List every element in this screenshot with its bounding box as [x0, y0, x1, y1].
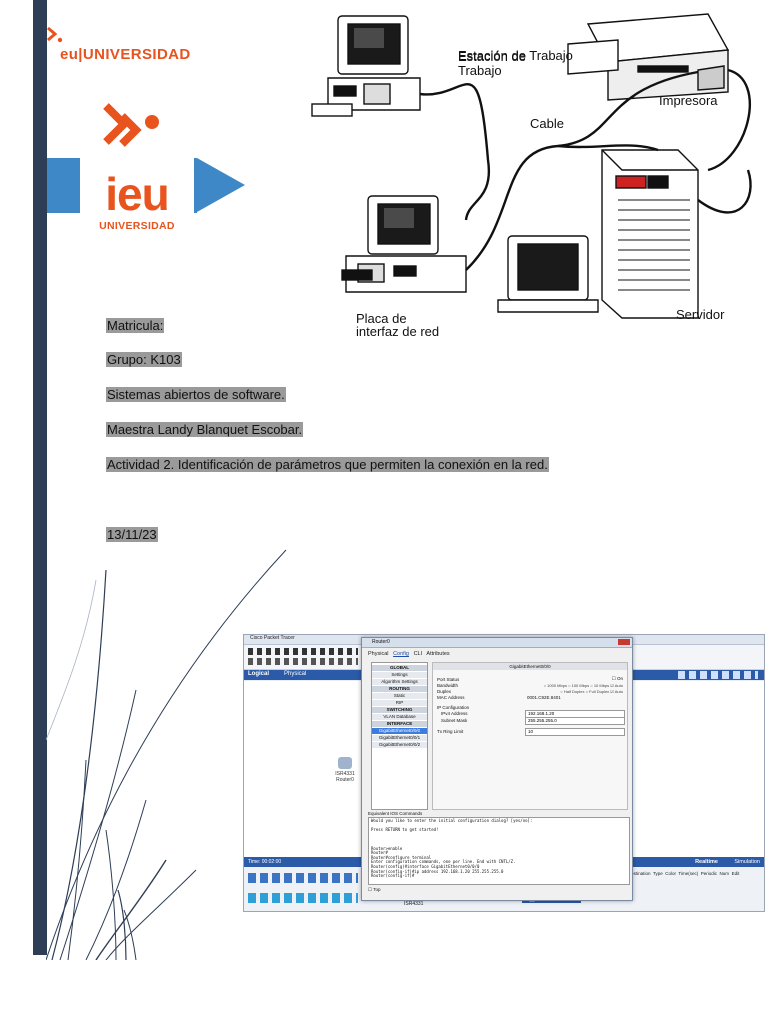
pt-app-title: Cisco Packet Tracer — [250, 635, 295, 641]
router-dialog: Router0 Physical Config CLI Attributes G… — [361, 637, 633, 901]
logo-arrow-tip — [197, 158, 245, 212]
network-diagram: Estación de Trabajo — [311, 13, 752, 319]
pt-simulation-button[interactable]: Simulation — [734, 859, 760, 865]
router-dialog-title: Router0 — [372, 639, 390, 645]
config-side-menu: GLOBAL Settings Algorithm Settings ROUTI… — [371, 662, 428, 810]
brand-wordmark: eu|UNIVERSIDAD — [60, 46, 191, 63]
pt-device-type-icons[interactable] — [248, 893, 358, 903]
console-line: Router(config)#interface GigabitEthernet… — [371, 863, 480, 869]
ip-config-label: IP Configuration — [437, 705, 470, 710]
label-workstation: Estación de Trabajo — [458, 49, 526, 78]
pt-toolbar-icons-row2 — [248, 658, 358, 665]
info-materia: Sistemas abiertos de software. — [106, 387, 286, 402]
pt-pdu-headers: Destination Type Color Time(sec) Periodi… — [628, 871, 740, 876]
label-printer: Impresora — [659, 93, 718, 108]
router-dialog-titlebar: Router0 — [362, 638, 632, 648]
pt-tab-logical[interactable]: Logical — [248, 671, 270, 677]
port-status-label: Port Status — [437, 677, 460, 682]
bandwidth-label: Bandwidth — [437, 683, 459, 688]
console-line: Router(config-if)#ip address 192.168.1.2… — [371, 868, 504, 874]
label-nic-line1: Placa de — [356, 311, 407, 326]
console-line: Router>enable — [371, 845, 403, 851]
info-matricula: Matricula: — [106, 318, 165, 333]
logo-wordmark: ieu — [105, 168, 169, 220]
ios-console[interactable]: Would you like to enter the initial conf… — [368, 817, 630, 885]
bandwidth-options[interactable]: ○ 1000 Mbps ○ 100 Mbps ○ 10 Mbps ☑ Auto — [543, 683, 623, 688]
mac-value: 0001.C92E.8401 — [527, 695, 561, 700]
port-status-checkbox[interactable]: ☐ On — [611, 676, 623, 681]
tab-physical[interactable]: Physical — [368, 651, 389, 657]
config-panel: GigabitEthernet0/0/0 Port Status ☐ On Ba… — [432, 662, 628, 810]
console-line: Router# — [371, 850, 388, 856]
ieu-logo: ieu UNIVERSIDAD — [80, 90, 194, 243]
tx-ring-label: Tx Ring Limit — [437, 729, 464, 734]
pt-realtime-button[interactable]: Realtime — [695, 859, 718, 865]
label-cable: Cable — [530, 116, 564, 131]
tab-attributes[interactable]: Attributes — [426, 651, 450, 657]
cable-lines — [419, 68, 752, 271]
console-line: Router#configure terminal — [371, 854, 432, 860]
menu-switching: SWITCHING — [372, 707, 427, 713]
label-nic-line2: interfaz de red — [356, 324, 440, 339]
top-checkbox[interactable]: ☐ Top — [368, 887, 381, 892]
router-icon[interactable] — [338, 757, 352, 769]
tx-ring-input[interactable]: 10 — [525, 728, 625, 736]
console-title: Equivalent IOS Commands — [368, 811, 423, 816]
left-accent-bar — [33, 0, 47, 955]
tab-cli[interactable]: CLI — [413, 651, 423, 657]
info-fecha: 13/11/23 — [106, 527, 158, 542]
packet-tracer-screenshot: Cisco Packet Tracer Logical Physical ISR… — [243, 634, 765, 912]
menu-gig001[interactable]: GigabitEthernet0/0/1 — [372, 735, 427, 741]
pt-device-label-1: ISR4331 — [335, 771, 355, 777]
mask-label: Subnet Mask — [441, 718, 468, 723]
menu-gig000[interactable]: GigabitEthernet0/0/0 — [372, 728, 427, 734]
mac-label: MAC Address — [437, 695, 465, 700]
mask-input[interactable]: 255.255.255.0 — [525, 717, 625, 725]
tab-config[interactable]: Config — [393, 651, 409, 657]
close-icon[interactable] — [618, 639, 630, 645]
workstation-top-icon — [311, 15, 421, 117]
workstation-bottom-icon — [341, 195, 467, 293]
menu-routing: ROUTING — [372, 686, 427, 692]
menu-global: GLOBAL — [372, 665, 427, 671]
pt-device-category-icons[interactable] — [248, 873, 358, 883]
duplex-options[interactable]: ○ Half Duplex ○ Full Duplex ☑ Auto — [560, 689, 623, 694]
duplex-label: Duplex — [437, 689, 452, 694]
pt-tab-physical[interactable]: Physical — [284, 671, 307, 677]
pt-workspace-icons — [678, 671, 758, 679]
menu-rip[interactable]: RIP — [372, 700, 427, 706]
logo-chevrons-icon — [103, 103, 159, 147]
pt-bottom-device: ISR4331 — [404, 901, 424, 907]
label-server: Servidor — [676, 307, 725, 322]
info-grupo: Grupo: K103 — [106, 352, 182, 367]
pt-device-label-2: Router0 — [336, 777, 354, 783]
pt-toolbar-icons-row1 — [248, 648, 358, 655]
info-actividad: Actividad 2. Identificación de parámetro… — [106, 457, 549, 472]
console-line: Enter configuration commands, one per li… — [371, 859, 516, 865]
info-maestra: Maestra Landy Blanquet Escobar. — [106, 422, 304, 437]
decorative-swoosh-lines — [46, 549, 287, 960]
menu-algorithm-settings[interactable]: Algorithm Settings — [372, 679, 427, 685]
config-panel-header: GigabitEthernet0/0/0 — [433, 663, 627, 670]
menu-vlan-database[interactable]: VLAN Database — [372, 714, 427, 720]
router-dialog-tabs: Physical Config CLI Attributes — [368, 651, 450, 657]
menu-settings[interactable]: Settings — [372, 672, 427, 678]
console-line: Router(config-if)# — [371, 873, 415, 879]
console-line: Would you like to enter the initial conf… — [371, 818, 533, 823]
brand-chevron-icon — [47, 26, 63, 43]
diagram-label-workstation: Estación de Trabajo — [458, 48, 573, 63]
menu-static[interactable]: Static — [372, 693, 427, 699]
ipv4-label: IPv4 Address — [441, 711, 468, 716]
printer-icon — [567, 13, 730, 101]
menu-gig002[interactable]: GigabitEthernet0/0/2 — [372, 742, 427, 748]
server-icon — [497, 149, 699, 319]
logo-subtitle: UNIVERSIDAD — [99, 220, 175, 232]
console-line: Press RETURN to get started! — [371, 827, 439, 833]
pt-time-label: Time: 00:02:00 — [248, 859, 282, 865]
menu-interface: INTERFACE — [372, 721, 427, 727]
